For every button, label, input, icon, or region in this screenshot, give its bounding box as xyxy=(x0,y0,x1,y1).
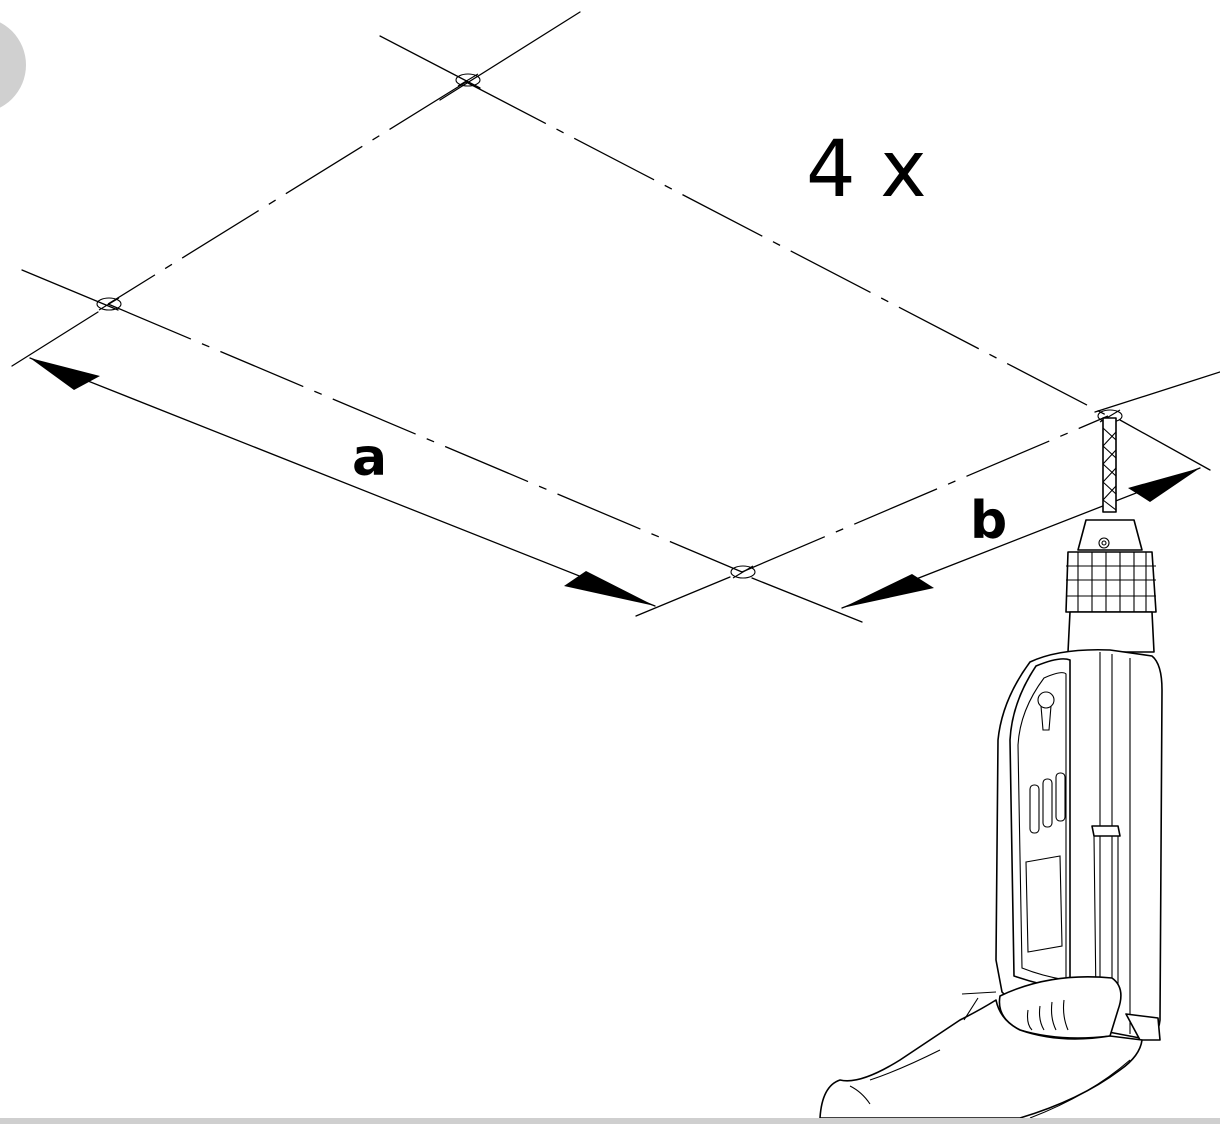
arrowhead-icon xyxy=(30,358,100,390)
step-number-badge xyxy=(0,22,26,108)
drill-icon xyxy=(819,417,1163,1119)
quantity-label: 4 x xyxy=(806,125,927,215)
dimension-a xyxy=(29,357,656,607)
bottom-border xyxy=(0,1118,1220,1124)
dimension-b-label: b xyxy=(970,491,1007,551)
arrowhead-icon xyxy=(842,574,934,608)
drill-hole-marker xyxy=(96,297,122,311)
drill-hole-marker xyxy=(455,73,481,87)
drill-hole-marker xyxy=(730,565,756,579)
dimension-a-label: a xyxy=(352,428,387,488)
dimension-b xyxy=(841,467,1201,609)
drill-hole-markers xyxy=(96,73,1123,579)
arrowhead-icon xyxy=(1128,468,1200,502)
arrowhead-icon xyxy=(564,571,655,606)
